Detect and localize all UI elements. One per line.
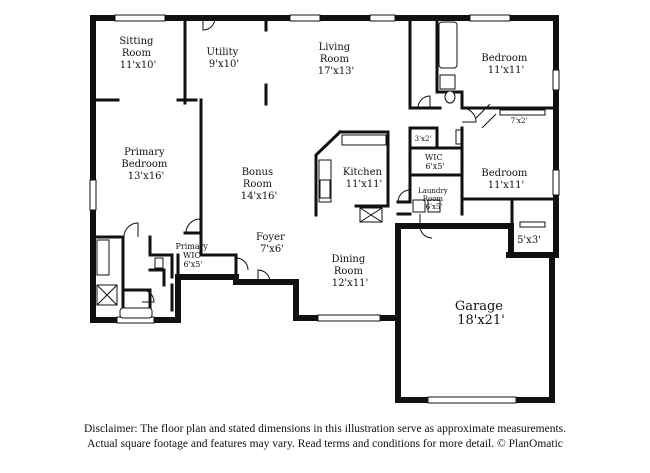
room-storage: 5'x3' xyxy=(517,235,541,246)
room-sitting-room: Sitting Room 11'x10' xyxy=(119,36,156,71)
garage-wall xyxy=(395,223,555,403)
garage-door xyxy=(427,396,517,404)
room-bedroom-2: Bedroom 11'x11' xyxy=(481,168,530,191)
window xyxy=(89,179,97,211)
door xyxy=(123,222,139,238)
door xyxy=(235,257,249,271)
floor-plan: Sitting Room 11'x10' Utility 9'x10' Livi… xyxy=(89,14,560,404)
door xyxy=(185,218,201,234)
washer xyxy=(412,199,426,213)
room-bonus-room: Bonus Room 14'x16' xyxy=(241,167,278,202)
window xyxy=(317,314,381,322)
window xyxy=(369,14,396,22)
shower-x xyxy=(96,284,118,306)
window xyxy=(552,69,560,91)
folding-door xyxy=(519,221,546,228)
room-dining-room: Dining Room 12'x11' xyxy=(332,254,369,289)
window xyxy=(114,14,166,22)
vanity xyxy=(96,239,110,276)
fridge-x xyxy=(359,207,383,223)
window xyxy=(469,14,511,22)
room-primary-wic: Primary WIC 6'x5' xyxy=(175,242,210,269)
stove xyxy=(319,179,331,199)
windows xyxy=(89,14,560,404)
door xyxy=(202,17,216,31)
front-door xyxy=(257,269,271,283)
toilet-icon xyxy=(444,90,456,104)
room-wic: WIC 6'x5' xyxy=(425,153,445,171)
fixtures xyxy=(96,21,458,319)
folding-door xyxy=(499,109,546,116)
closet-shelf xyxy=(154,257,164,269)
door xyxy=(475,103,497,129)
bathtub xyxy=(119,307,153,319)
room-garage: Garage 18'x21' xyxy=(455,299,507,328)
doors xyxy=(123,17,546,303)
disclaimer-line-1: Disclaimer: The floor plan and stated di… xyxy=(83,423,567,435)
room-laundry-room: Laundry Room 6'x5' xyxy=(418,187,450,211)
door xyxy=(141,289,155,303)
window xyxy=(289,14,321,22)
room-pantry: 3'x2' xyxy=(415,135,432,143)
door xyxy=(419,214,433,239)
door xyxy=(417,95,431,109)
vanity xyxy=(439,74,456,90)
room-kitchen: Kitchen 11'x11' xyxy=(343,167,385,190)
folding-door xyxy=(455,129,462,145)
dryer xyxy=(427,199,441,213)
walls xyxy=(90,15,559,403)
room-labels: Sitting Room 11'x10' Utility 9'x10' Livi… xyxy=(119,36,541,328)
room-foyer: Foyer 7'x6' xyxy=(256,232,288,255)
door xyxy=(461,107,477,123)
room-bedroom-1: Bedroom 11'x11' xyxy=(481,53,530,76)
room-utility: Utility 9'x10' xyxy=(207,47,242,70)
room-closet-7x2: 7'x2' xyxy=(511,117,528,125)
room-living-room: Living Room 17'x13' xyxy=(318,42,355,77)
door xyxy=(397,189,411,203)
disclaimer: Disclaimer: The floor plan and stated di… xyxy=(0,422,650,452)
bathtub xyxy=(438,21,458,69)
kitchen-counter xyxy=(341,134,387,146)
interior-walls xyxy=(91,16,558,322)
room-primary-bedroom: Primary Bedroom 13'x16' xyxy=(121,147,170,182)
disclaimer-line-2: Actual square footage and features may v… xyxy=(87,438,563,450)
window xyxy=(552,169,560,196)
